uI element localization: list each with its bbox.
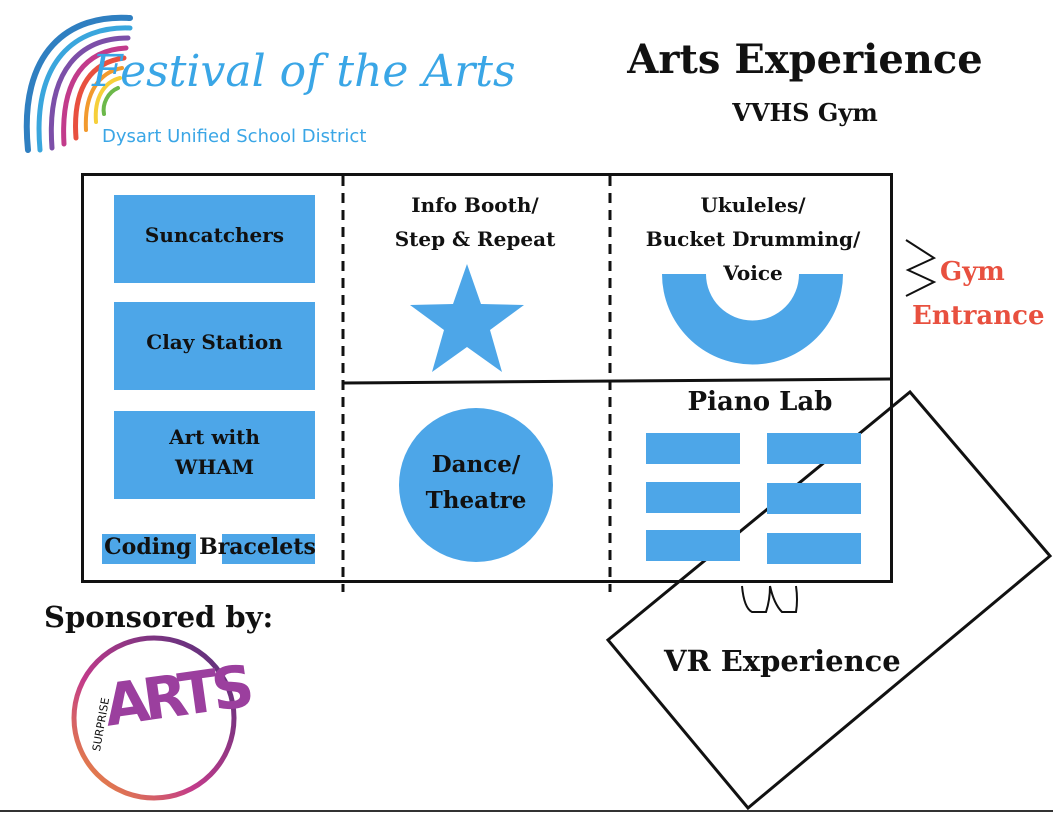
surprise-arts-ring-icon [71,635,237,801]
vr-door-icon [741,585,798,613]
info-booth-label-line1: Info Booth/ [411,193,539,217]
dance-label-line2: Theatre [425,487,527,514]
suncatchers-station [114,195,315,283]
art-wham-station [114,411,315,499]
piano-station [646,530,740,561]
page-title: Arts Experience [627,36,983,83]
festival-wordmark: Festival of the Arts [92,46,516,97]
piano-station [767,433,861,464]
page-bottom-border [0,810,1053,812]
art-wham-label-line2: WHAM [174,455,254,479]
coding-bracelet-table-right [222,534,315,564]
page-subtitle: VVHS Gym [732,98,878,127]
piano-lab-label: Piano Lab [687,387,833,417]
gym-entrance-label-line2: Entrance [912,301,1045,331]
clay-station-label: Clay Station [146,330,283,354]
dance-label-line1: Dance/ [431,451,521,478]
vr-experience-label: VR Experience [664,644,901,678]
horizontal-divider [342,377,894,385]
half-ring-icon [662,274,843,365]
gym-entrance-label-line1: Gym [940,257,1005,287]
coding-bracelets-label: Coding Bracelets [104,534,316,560]
piano-station [646,482,740,513]
coding-bracelet-table-left [102,534,196,564]
info-booth-label-line2: Step & Repeat [394,227,556,251]
rainbow-arcs-icon [23,14,133,153]
ukulele-label-line3: Voice [723,261,783,285]
piano-station [767,483,861,514]
sponsor-label: Sponsored by: [44,600,274,634]
entrance-bracket-icon [905,239,937,297]
suncatchers-label: Suncatchers [144,223,285,247]
ukulele-label-line2: Bucket Drumming/ [645,227,861,251]
ukulele-label-line1: Ukuleles/ [700,193,806,217]
art-wham-label-line1: Art with [169,425,260,449]
district-name: Dysart Unified School District [102,126,367,147]
festival-logo: Festival of the Arts Dysart Unified Scho… [10,10,516,160]
piano-station [646,433,740,464]
surprise-arts-logo: ARTS SURPRISE [68,632,252,804]
star-icon [410,264,524,372]
clay-station [114,302,315,390]
dance-circle [399,408,553,562]
piano-station [767,533,861,564]
